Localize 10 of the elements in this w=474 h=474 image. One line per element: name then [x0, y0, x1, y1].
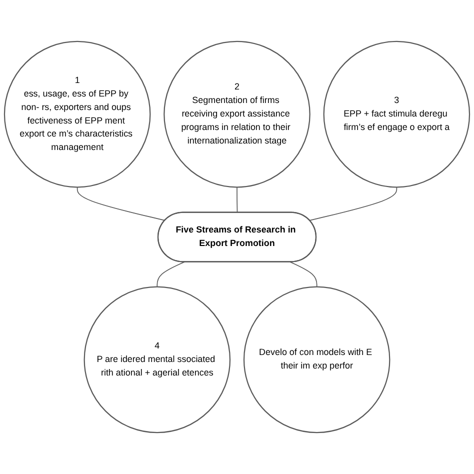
connector	[76, 186, 166, 221]
node-circle: Develo of con models with E their im exp perfor	[243, 286, 390, 434]
connector	[290, 262, 318, 288]
node-circle: 3 EPP + fact stimula deregu firm’s ef engage o export a	[323, 40, 470, 188]
node-circle: 2 Segmentation of firms receiving export assistance programs in relation to their internationalization stage	[164, 40, 310, 188]
node-circle: 1 ess, usage, ess of EPP by non- rs, exporters and oups fectiveness of EPP ment export ce m’s characteristics management	[4, 40, 151, 188]
connector	[156, 262, 185, 288]
connector	[236, 186, 238, 214]
connector	[309, 186, 398, 221]
node-circle: 4 P are idered mental ssociated rith ational + agerial etences	[84, 286, 231, 434]
